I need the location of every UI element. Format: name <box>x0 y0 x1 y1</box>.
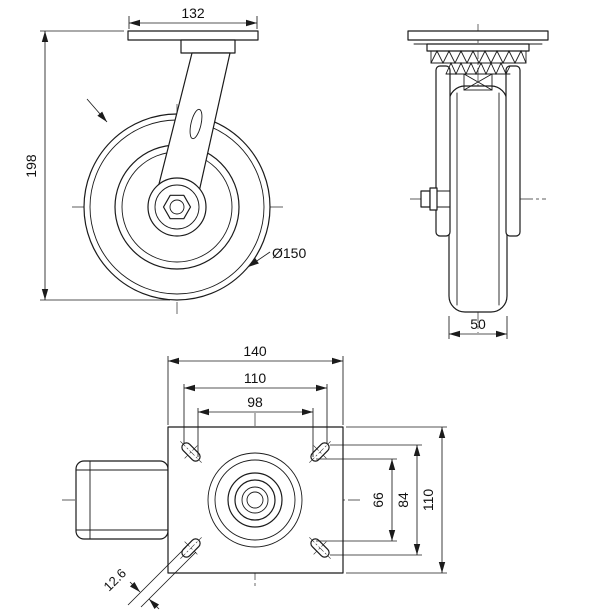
dim-wheel-width-label: 50 <box>470 316 486 332</box>
swivel-housing-front <box>426 43 530 52</box>
dim-bolt-spacing-vertical-inner: 66 <box>316 458 397 542</box>
top-plate-front <box>407 30 549 41</box>
dim-overall-height: 198 <box>23 30 170 301</box>
dim-wheel-diameter: Ø150 <box>247 245 306 268</box>
axle-bolt-front <box>420 187 451 211</box>
fork-leg-left-front <box>435 65 451 237</box>
dim-plate-width: 132 <box>128 5 258 29</box>
dim-plate-length-label: 140 <box>243 343 267 359</box>
wheel-front <box>448 85 508 313</box>
dim-bolt-spacing-inner-label: 98 <box>247 394 263 410</box>
brand-logo <box>189 108 203 140</box>
side-view: 132 198 Ø150 <box>23 5 306 314</box>
dim-plate-width-label: 132 <box>181 5 205 21</box>
dim-bolt-spacing-outer: 110 <box>183 370 328 444</box>
dim-bolt-spacing-inner: 98 <box>197 394 314 457</box>
dim-bolt-spacing-vertical-outer: 84 <box>330 444 422 556</box>
bolt-slot-top-left <box>180 441 202 463</box>
tread-leader-arrow <box>86 98 108 123</box>
dim-bolt-spacing-outer-label: 110 <box>244 370 267 386</box>
dim-plate-length: 140 <box>167 343 344 425</box>
bolt-slot-bottom-left <box>180 537 202 559</box>
dim-wheel-width: 50 <box>448 316 508 339</box>
fork-leg-right-front <box>505 65 521 237</box>
bolt-slot-bottom-right <box>309 537 331 559</box>
axle-nut-icon <box>162 194 192 220</box>
front-view: 50 <box>407 24 549 339</box>
dim-height-label: 198 <box>23 154 39 178</box>
swivel-raceway-plan <box>207 452 303 548</box>
dim-slot-width-label: 12.6 <box>101 566 130 595</box>
top-plate-side <box>127 30 259 41</box>
kingpin-front <box>463 73 493 91</box>
wheel-plan <box>75 460 169 540</box>
dim-plate-width-plan: 110 <box>346 426 447 574</box>
bolt-slot-top-right <box>309 441 331 463</box>
dim-bolt-spacing-vertical-outer-label: 84 <box>395 492 411 508</box>
plan-view: 140 110 98 110 84 <box>62 343 447 610</box>
dim-plate-width-plan-label: 110 <box>420 489 436 512</box>
swivel-housing-side <box>180 39 236 54</box>
hub-side <box>147 177 207 237</box>
dim-bolt-spacing-vertical-inner-label: 66 <box>370 492 386 508</box>
dim-wheel-diameter-label: Ø150 <box>272 245 306 261</box>
